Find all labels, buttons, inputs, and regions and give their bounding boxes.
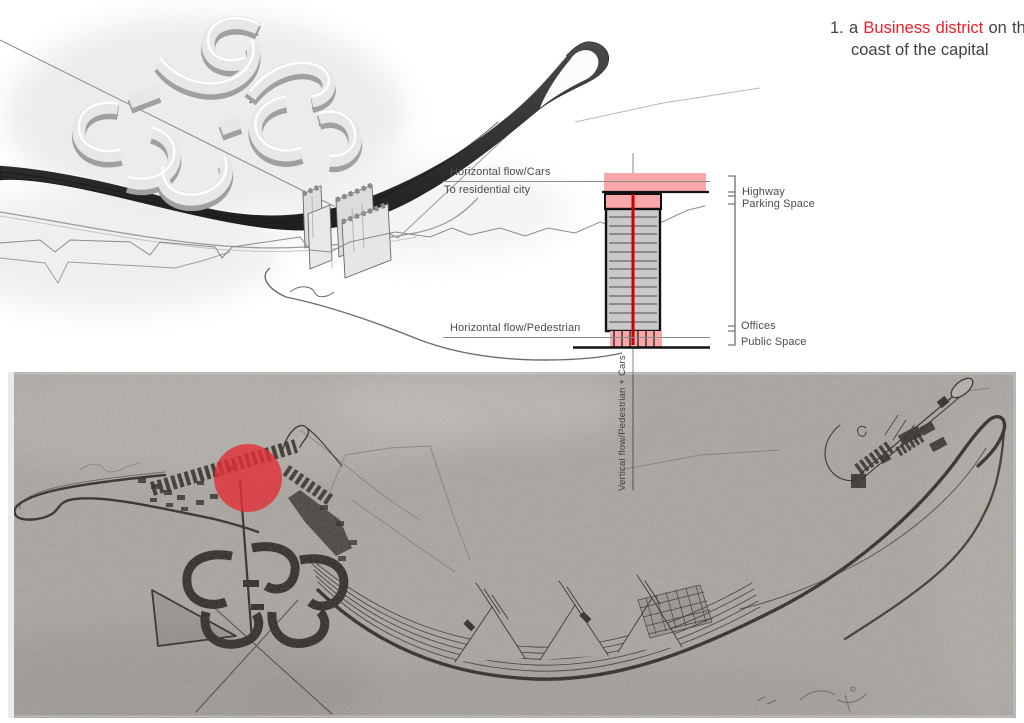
- label-highway: Highway: [742, 186, 785, 198]
- site-marker: [214, 444, 282, 512]
- title-post: on the coast of the capital: [851, 19, 1024, 59]
- zone-public-space: [610, 331, 662, 347]
- scan-grain: [8, 372, 1016, 718]
- zone-highway: [604, 173, 706, 191]
- label-parking-space: Parking Space: [742, 198, 815, 210]
- label-to-residential-city: To residential city: [444, 184, 531, 196]
- label-public-space: Public Space: [741, 336, 807, 348]
- title-pre: a: [848, 19, 864, 37]
- title-highlight: Business district: [863, 19, 984, 37]
- photo-margin: [8, 372, 14, 718]
- label-offices: Offices: [741, 320, 776, 332]
- label-horizontal-flow-pedestrian: Horizontal flow/Pedestrian: [450, 322, 581, 334]
- title-index: 1.: [830, 19, 849, 37]
- site-plan-map: [8, 372, 1016, 718]
- pilotis: [613, 331, 655, 347]
- leader-line-pedestrian: [443, 337, 710, 338]
- label-vertical-flow: Vertical flow/Pedestrian + Cars: [617, 355, 628, 491]
- page-title: 1. a Business district on the coast of t…: [830, 18, 1024, 61]
- label-bracket: [728, 175, 736, 346]
- leader-line-cars: [443, 181, 710, 182]
- render-3d-axonometric: [0, 15, 760, 361]
- loop-hole: [540, 50, 599, 108]
- shoreline-dark: [264, 267, 623, 361]
- tower-section-diagram: [573, 153, 736, 372]
- label-horizontal-flow-cars: Horizontal flow/Cars: [450, 166, 551, 178]
- ground-shading-2: [0, 188, 280, 312]
